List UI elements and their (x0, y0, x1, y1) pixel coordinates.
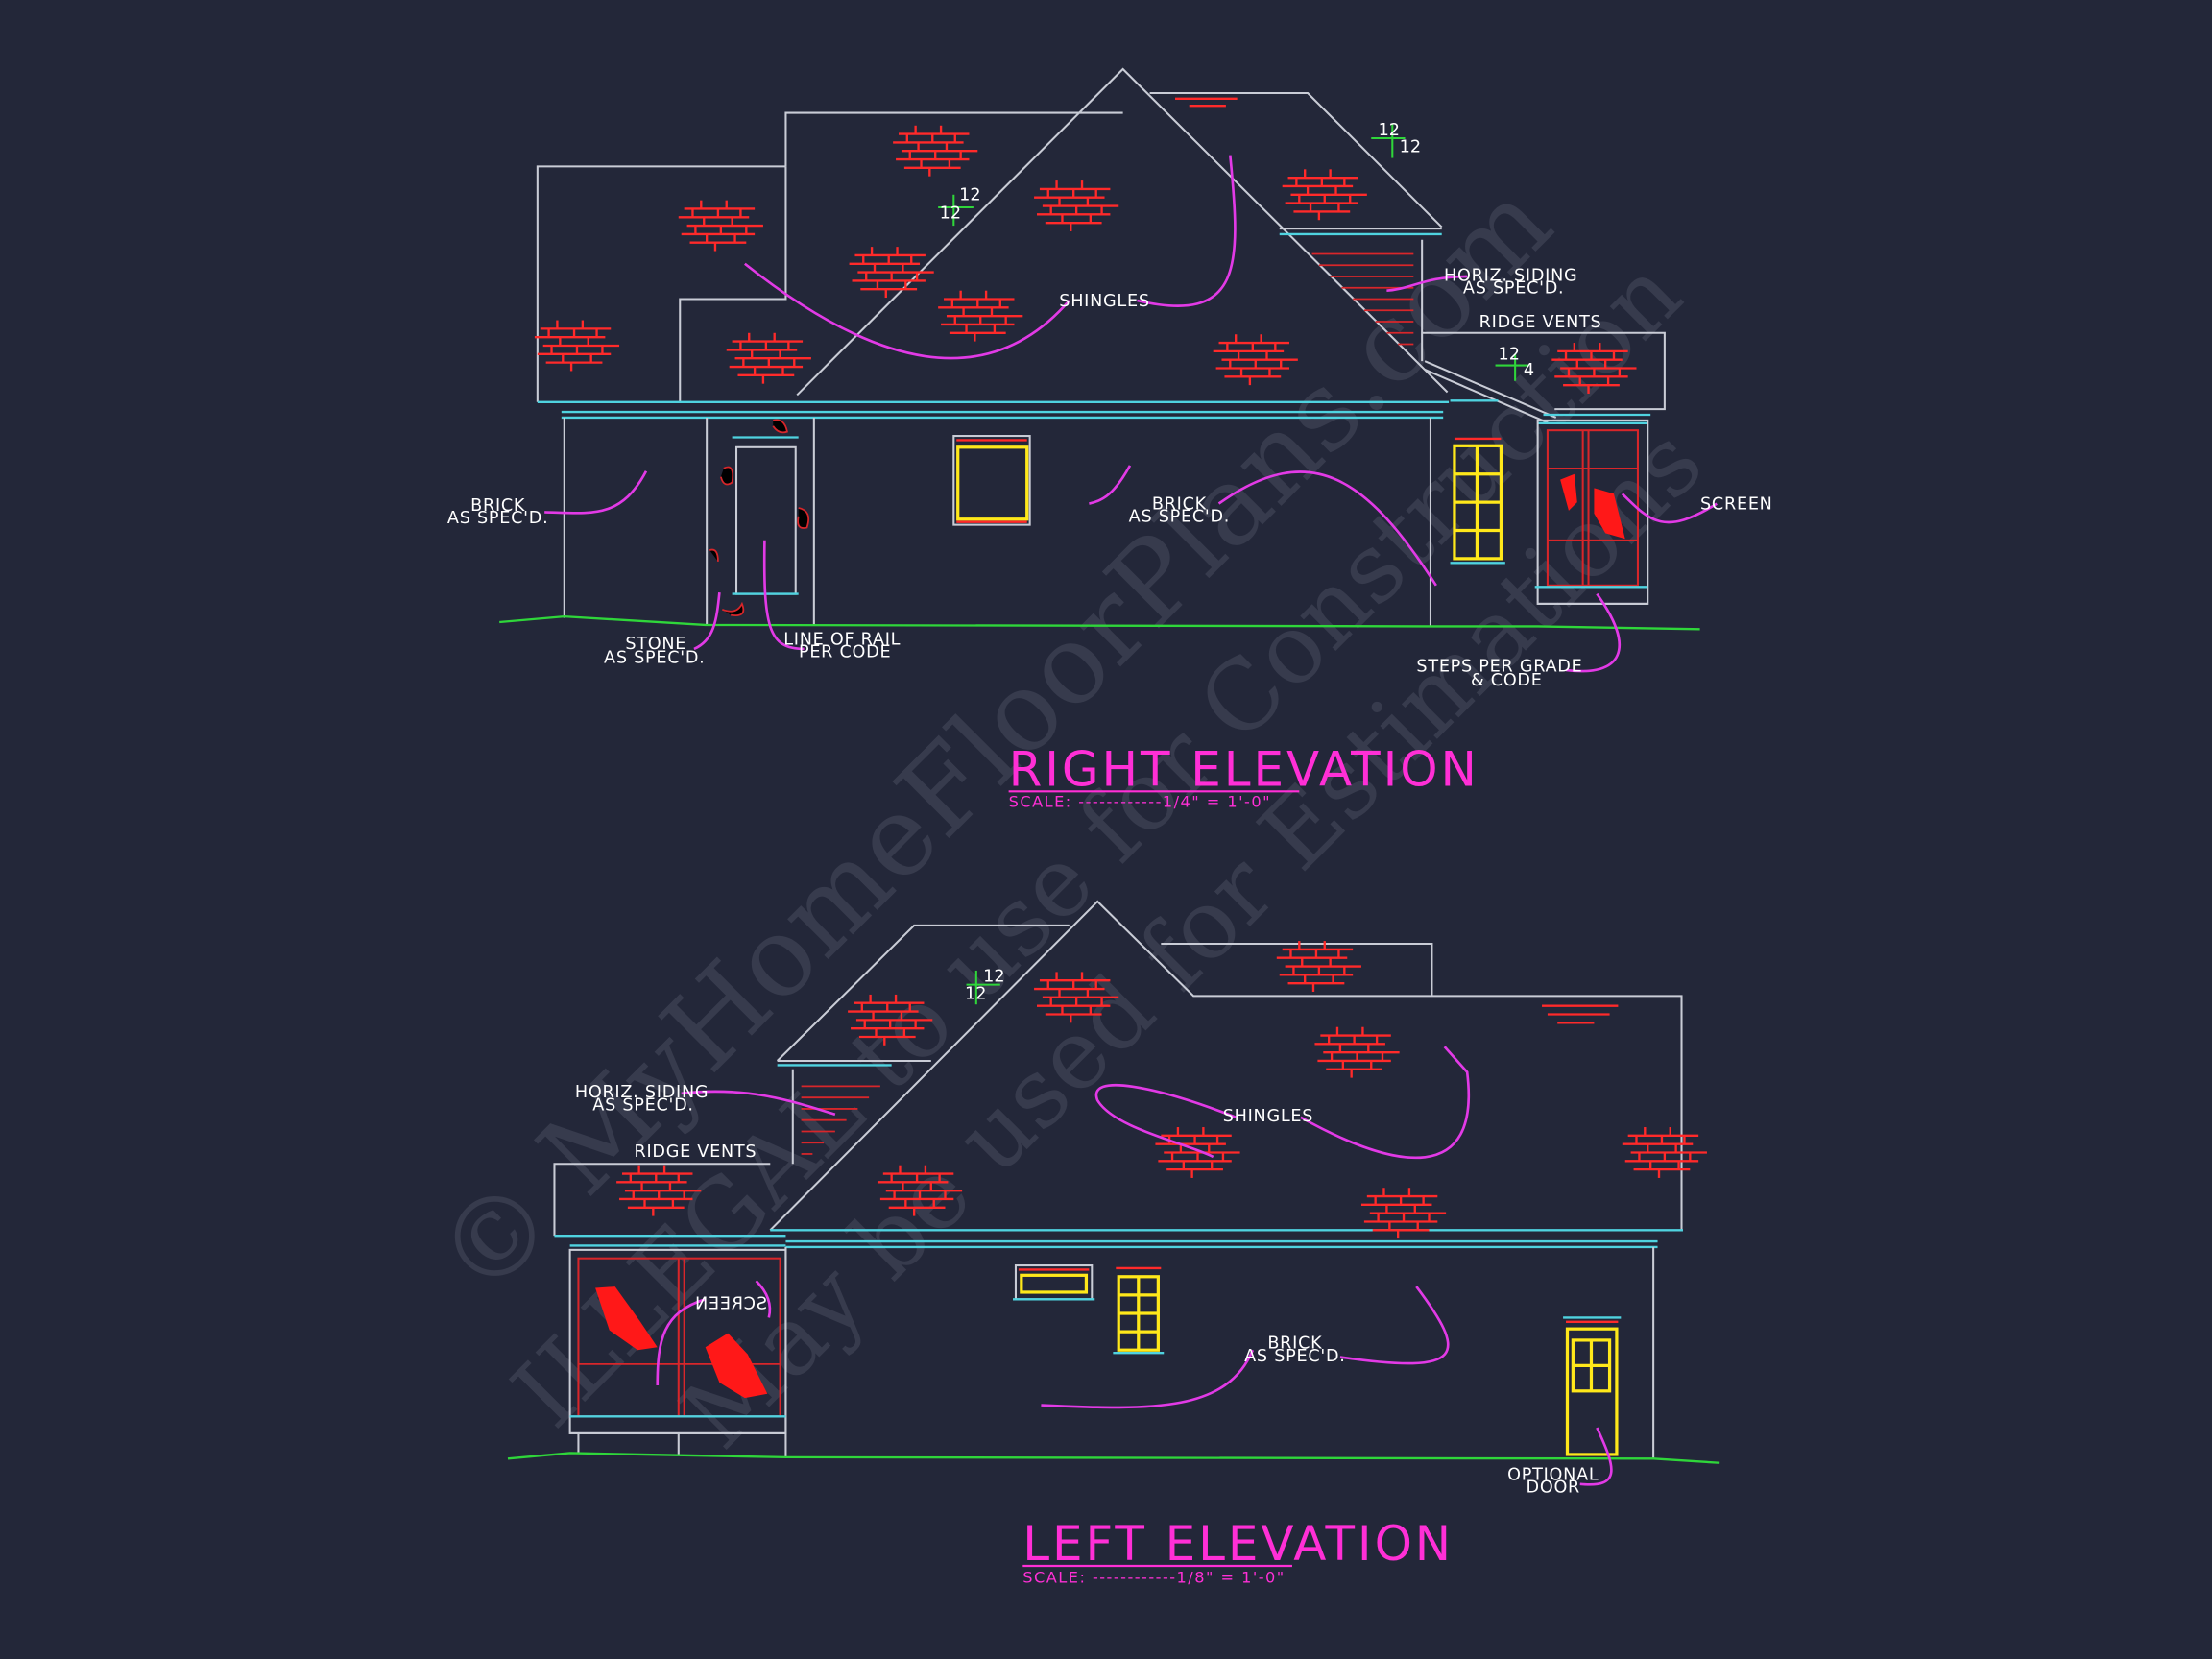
watermark-line-2: ILLEGAL to use for Construction (492, 237, 1703, 1449)
pitch-run: 4 (1524, 361, 1534, 380)
left-elevation-ground (507, 1452, 1720, 1464)
label-brick-line1: BRICK (470, 496, 525, 516)
right-elevation-shingle-marks (533, 97, 1638, 396)
pitch-rise: 12 (1498, 346, 1519, 365)
label-horiz-siding-line1: HORIZ. SIDING (575, 1083, 709, 1102)
left-elevation: 12 12 HORIZ. SIDING AS SPEC'D. RIDGE VEN… (507, 900, 1720, 1587)
pitch-rise: 12 (1379, 121, 1400, 140)
right-elevation-pitch-3: 12 4 (1495, 346, 1534, 381)
label-brick-line2: AS SPEC'D. (1244, 1347, 1345, 1366)
right-elevation-title-block: RIGHT ELEVATION SCALE: ------------1/4" … (1008, 741, 1479, 810)
label-brick-line1: BRICK (1267, 1334, 1322, 1354)
left-elevation-window-transom (1013, 1264, 1095, 1301)
pitch-run: 12 (959, 186, 980, 205)
pitch-run: 12 (965, 984, 986, 1003)
right-elevation-window-1 (952, 435, 1031, 526)
label-screen-mirrored: SCREEN (694, 1295, 767, 1314)
right-elevation-pitch-2: 12 12 (1371, 121, 1421, 158)
right-elevation-ground (499, 614, 1700, 631)
right-elevation-scale: SCALE: ------------1/4" = 1'-0" (1009, 792, 1271, 810)
pitch-run: 12 (1400, 138, 1421, 157)
right-elevation-siding-hatch (1311, 252, 1414, 346)
label-stone-line1: STONE (625, 635, 686, 654)
left-elevation-optional-door (1563, 1316, 1622, 1456)
label-steps-line1: STEPS PER GRADE (1416, 657, 1582, 676)
right-elevation: 12 12 12 12 12 4 (447, 67, 1773, 810)
left-elevation-screen-porch (568, 1248, 787, 1455)
label-horiz-siding-line2: AS SPEC'D. (592, 1095, 693, 1115)
label-brick-center-line2: AS SPEC'D. (1129, 508, 1230, 527)
label-horiz-siding-line2: AS SPEC'D. (1463, 279, 1564, 299)
left-elevation-scale: SCALE: ------------1/8" = 1'-0" (1022, 1569, 1285, 1587)
right-elevation-window-2 (1450, 437, 1505, 565)
left-elevation-pitch-1: 12 12 (965, 968, 1005, 1005)
left-elevation-labels: HORIZ. SIDING AS SPEC'D. RIDGE VENTS SHI… (575, 1083, 1599, 1497)
right-elevation-stone (709, 419, 810, 616)
label-brick-center-line1: BRICK (1152, 494, 1207, 514)
right-elevation-fascia (537, 232, 1651, 424)
label-ridge-vents: RIDGE VENTS (1479, 313, 1602, 332)
label-rail-line1: LINE OF RAIL (783, 631, 901, 650)
label-ridge-vents: RIDGE VENTS (634, 1142, 757, 1162)
left-elevation-title-block: LEFT ELEVATION SCALE: ------------1/8" =… (1022, 1516, 1454, 1587)
label-shingles: SHINGLES (1059, 292, 1150, 311)
pitch-rise: 12 (983, 968, 1004, 987)
label-horiz-siding-line1: HORIZ. SIDING (1444, 266, 1577, 285)
right-elevation-leaders (544, 155, 1718, 673)
left-elevation-leaders (656, 1046, 1613, 1486)
label-steps-line2: & CODE (1471, 671, 1543, 690)
label-stone-line2: AS SPEC'D. (604, 649, 705, 668)
right-elevation-labels: BRICK AS SPEC'D. STONE AS SPEC'D. LINE O… (447, 266, 1773, 690)
pitch-rise: 12 (940, 204, 961, 224)
left-elevation-title: LEFT ELEVATION (1022, 1516, 1454, 1572)
left-elevation-fascia (554, 1064, 1683, 1249)
left-elevation-siding-hatch (801, 1085, 880, 1155)
label-shingles: SHINGLES (1223, 1107, 1314, 1126)
right-elevation-screen-porch (1534, 419, 1649, 605)
label-brick-line2: AS SPEC'D. (447, 509, 548, 528)
label-rail-line2: PER CODE (799, 643, 891, 662)
left-elevation-roof (553, 900, 1683, 1237)
right-elevation-pitch-1: 12 12 (938, 186, 981, 227)
label-optional-door-line2: DOOR (1527, 1479, 1581, 1498)
label-optional-door-line1: OPTIONAL (1507, 1465, 1599, 1484)
right-elevation-title: RIGHT ELEVATION (1009, 741, 1479, 797)
watermark: © MyHomeFloorPlans.com ILLEGAL to use fo… (413, 158, 1723, 1469)
left-elevation-shingle-marks (614, 939, 1709, 1240)
left-elevation-window-double-hung (1113, 1266, 1165, 1355)
label-screen: SCREEN (1700, 494, 1773, 514)
